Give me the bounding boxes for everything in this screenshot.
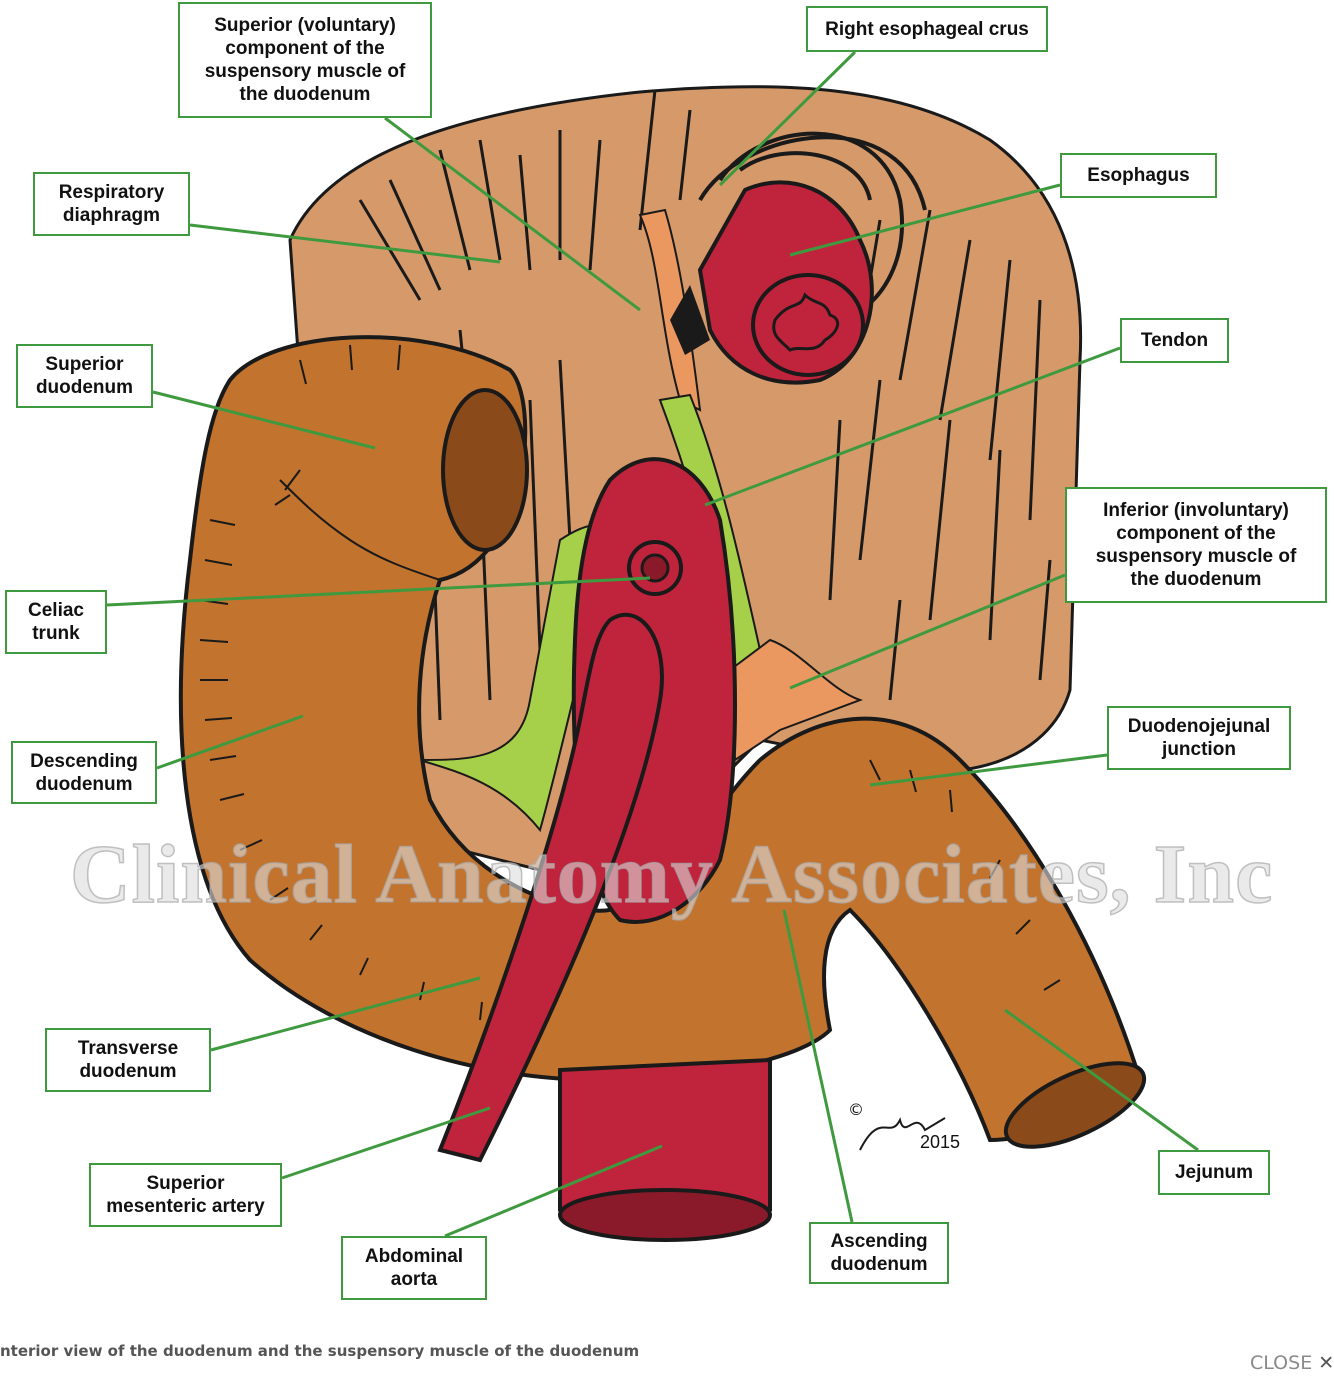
duodenum-c-loop [178,335,1143,1143]
signature-year: 2015 [920,1132,961,1152]
close-label: CLOSE [1250,1352,1313,1374]
label-superior-voluntary-component: Superior (voluntary) component of the su… [178,2,432,118]
label-superior-mesenteric-artery: Superior mesenteric artery [89,1163,282,1227]
label-jejunum: Jejunum [1158,1150,1270,1195]
inferior-involuntary-muscle [728,638,863,762]
label-superior-duodenum: Superior duodenum [16,344,153,408]
label-descending-duodenum: Descending duodenum [11,741,157,804]
esophagus-dark-edge [670,285,710,355]
leader-lines [106,50,1199,1238]
label-esophagus: Esophagus [1060,153,1217,198]
label-transverse-duodenum: Transverse duodenum [45,1028,211,1092]
label-abdominal-aorta: Abdominal aorta [341,1236,487,1300]
artist-signature [859,1117,946,1151]
superior-voluntary-muscle [638,208,702,412]
label-duodenojejunal-junction: Duodenojejunal junction [1107,706,1291,770]
label-respiratory-diaphragm: Respiratory diaphragm [33,172,190,236]
label-celiac-trunk: Celiac trunk [5,590,107,654]
label-inferior-involuntary-component: Inferior (involuntary) component of the … [1065,487,1327,603]
right-esophageal-crus [698,131,927,312]
superior-mesenteric-artery-shape [437,612,664,1163]
aorta-opening [558,1188,772,1242]
label-tendon: Tendon [1120,318,1229,363]
watermark: Clinical Anatomy Associates, Inc [69,827,1274,922]
close-icon: ✕ [1318,1352,1334,1374]
esophagus-mucosa [772,292,840,352]
label-ascending-duodenum: Ascending duodenum [809,1222,949,1284]
esophagus-lumen [751,273,865,377]
superior-duodenum-opening [441,388,529,552]
celiac-trunk-lumen [640,553,670,583]
close-button[interactable]: CLOSE ✕ [1250,1352,1334,1374]
figure-caption: nterior view of the duodenum and the sus… [0,1342,640,1360]
copyright-symbol: © [848,1100,864,1119]
label-right-esophageal-crus: Right esophageal crus [806,6,1048,52]
